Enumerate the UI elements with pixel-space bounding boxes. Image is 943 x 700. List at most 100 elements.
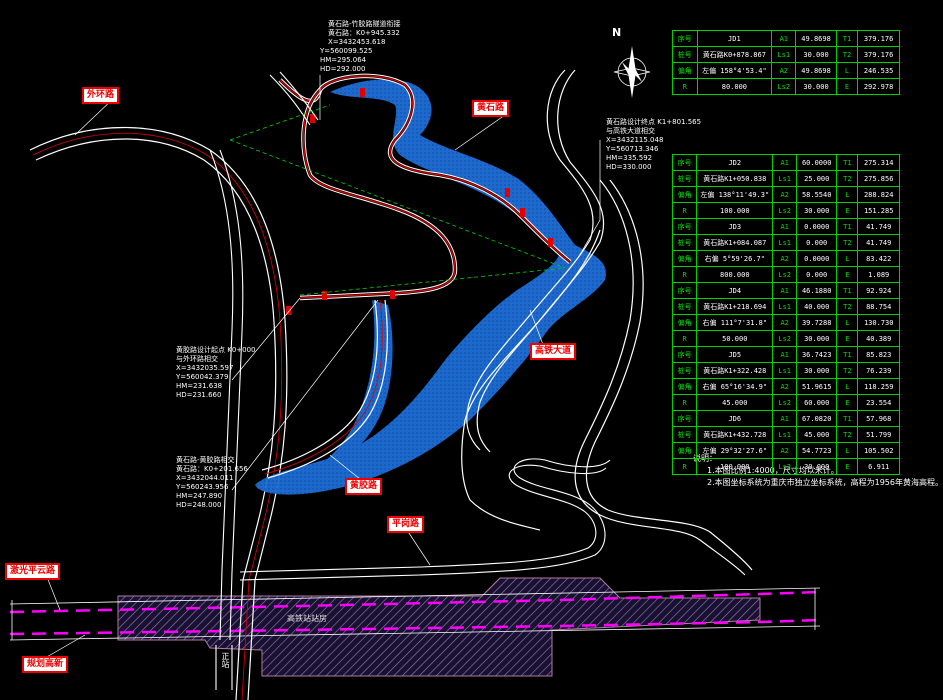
curve-table-cell: 45.000 [696, 394, 774, 411]
curve-table-cell: 6.911 [857, 458, 900, 475]
curve-table-cell: 100.000 [696, 202, 774, 219]
north-label: N [612, 26, 622, 39]
curve-table-cell: Ls2 [772, 458, 798, 475]
curve-table-cell: 左偏 138°11'49.3" [696, 186, 774, 203]
curve-table-cell: A2 [771, 62, 797, 79]
curve-table-cell: 偏角 [671, 378, 698, 395]
curve-table-cell: R [671, 394, 698, 411]
curve-table-cell: 85.823 [857, 346, 900, 363]
curve-table-cell: 黄石路K1+050.838 [696, 170, 774, 187]
bottom-stub [215, 645, 233, 690]
curve-table-cell: 偏角 [671, 314, 698, 331]
curve-table-cell: 36.7423 [796, 346, 838, 363]
curve-table-cell: T2 [835, 46, 859, 63]
curve-table-cell: 41.749 [857, 218, 900, 235]
curve-table-cell: 60.0000 [796, 154, 838, 171]
curve-table-cell: 92.924 [857, 282, 900, 299]
curve-table-cell: 1.089 [857, 266, 900, 283]
curve-table-cell: Ls1 [772, 298, 798, 315]
curve-table-cell: L [836, 442, 859, 459]
curve-table-cell: L [836, 250, 859, 267]
label-bottom-stub: 正站 [221, 652, 230, 668]
curve-table-cell: 黄石路K1+218.694 [696, 298, 774, 315]
curve-table-cell: A1 [772, 282, 798, 299]
curve-table-cell: 偏角 [671, 186, 698, 203]
curve-table-cell: A1 [772, 154, 798, 171]
curve-table-cell: A1 [772, 410, 798, 427]
curve-table-cell: 黄石路K1+084.087 [696, 234, 774, 251]
curve-table-cell: E [836, 266, 859, 283]
label-huangshi-road: 黄石路 [472, 100, 510, 117]
curve-table-cell: T1 [836, 346, 859, 363]
curve-table-cell: E [835, 78, 859, 95]
curve-table-cell: 0.0000 [796, 218, 838, 235]
curve-table-cell: 46.1880 [796, 282, 838, 299]
curve-table-cell: 30.000 [795, 78, 837, 95]
curve-table-cell: 序号 [671, 218, 698, 235]
curve-table-cell: E [836, 458, 859, 475]
curve-table-cell: 83.422 [857, 250, 900, 267]
curve-table-cell: R [671, 330, 698, 347]
curve-table-cell: 57.968 [857, 410, 900, 427]
slope-zones [255, 79, 606, 495]
label-outer-ring-road: 外环路 [82, 87, 120, 104]
curve-table-cell: Ls1 [771, 46, 797, 63]
curve-table-cell: 黄石路K0+878.867 [696, 46, 773, 63]
curve-table-cell: 0.000 [796, 234, 838, 251]
curve-table-cell: 49.8698 [795, 62, 837, 79]
west-road [209, 149, 244, 641]
curve-table-cell: R [671, 202, 698, 219]
curve-table-cell: JD1 [696, 30, 773, 47]
curve-table-cell: T2 [836, 234, 859, 251]
curve-table-cell: 105.502 [857, 442, 900, 459]
curve-table-cell: 左偏 29°32'27.6" [696, 442, 774, 459]
curve-table-cell: 288.824 [857, 186, 900, 203]
curve-table-cell: Ls2 [772, 394, 798, 411]
pinggang-road [239, 458, 611, 581]
curve-table-cell: 桩号 [671, 362, 698, 379]
curve-table-cell: 序号 [671, 410, 698, 427]
curve-table-cell: 40.000 [796, 298, 838, 315]
curve-table-cell: 序号 [672, 30, 698, 47]
curve-table-cell: A1 [772, 346, 798, 363]
curve-table-cell: 23.554 [857, 394, 900, 411]
curve-table-cell: 292.978 [857, 78, 900, 95]
curve-table-cell: 50.000 [696, 330, 774, 347]
curve-table-cell: Ls1 [772, 426, 798, 443]
curve-table-cell: 49.8698 [795, 30, 837, 47]
curve-table-cell: 黄石路K1+432.728 [696, 426, 774, 443]
curve-table-cell: E [836, 202, 859, 219]
curve-table-cell: JD6 [696, 410, 774, 427]
control-lines [229, 104, 566, 296]
curve-table-cell: 黄石路K1+322.428 [696, 362, 774, 379]
curve-table-cell: 桩号 [671, 298, 698, 315]
curve-table-cell: Ls2 [772, 266, 798, 283]
curve-table-cell: 偏角 [671, 442, 698, 459]
label-gaoxin-road: 规划高新 [22, 656, 69, 673]
curve-table-cell: JD4 [696, 282, 774, 299]
curve-table-cell: T2 [836, 362, 859, 379]
curve-table-cell: A1 [771, 30, 797, 47]
curve-table-cell: L [836, 314, 859, 331]
curve-table-cell: 80.000 [696, 78, 773, 95]
label-huangjiao-road: 黄胶路 [345, 478, 383, 495]
curve-table-cell: Ls1 [772, 234, 798, 251]
curve-table-cell: T2 [836, 426, 859, 443]
curve-table-cell: 30.000 [796, 362, 838, 379]
